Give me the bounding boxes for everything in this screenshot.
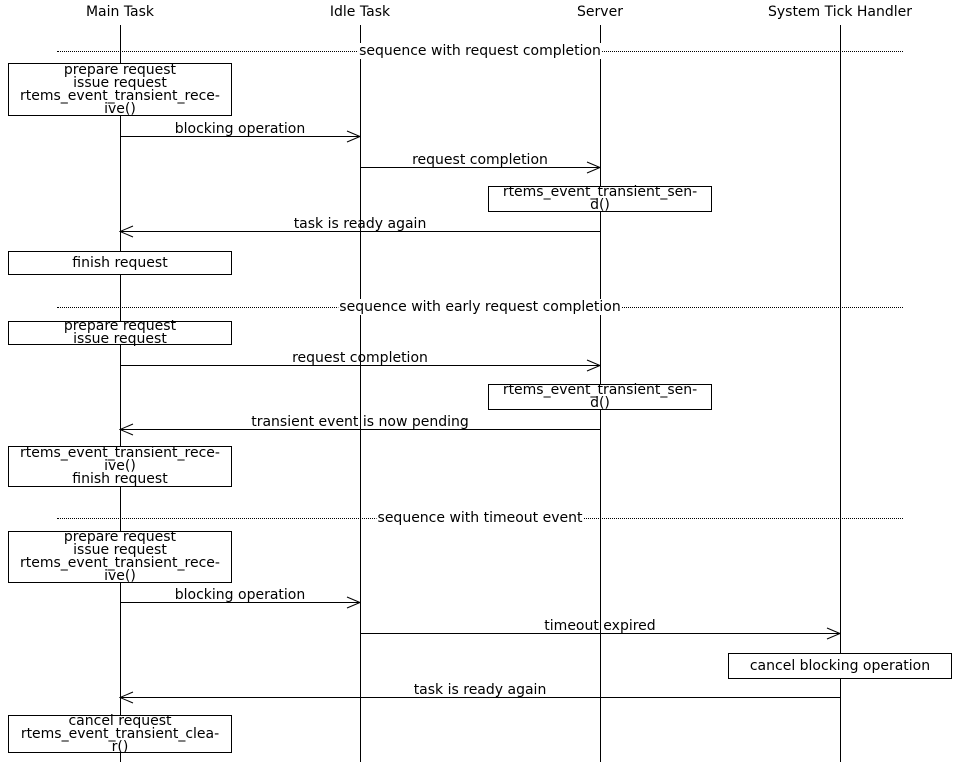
arrowhead-left-icon <box>119 423 134 436</box>
message-label: request completion <box>412 152 548 168</box>
note-box-cancel-blocking-operation: cancel blocking operation <box>728 653 952 679</box>
note-box-transient-send-1: rtems_event_transient_sen- d() <box>488 185 712 212</box>
message-label: blocking operation <box>174 587 306 603</box>
message-arrow-request-completion-1: request completion <box>360 153 601 174</box>
message-arrow-task-ready-2: task is ready again <box>119 683 840 704</box>
message-label: transient event is now pending <box>251 414 469 430</box>
arrowhead-left-icon <box>119 225 134 238</box>
lifeline-system-tick-handler <box>840 25 841 762</box>
lifeline-idle-task <box>360 25 361 762</box>
arrowhead-right-icon <box>346 596 361 609</box>
note-box-prepare-issue: prepare request issue request <box>8 319 232 346</box>
separator-label-3: sequence with timeout event <box>376 510 584 526</box>
message-arrow-task-ready-1: task is ready again <box>119 217 600 238</box>
arrowhead-right-icon <box>826 627 841 640</box>
actor-label-main-task: Main Task <box>85 4 155 20</box>
arrowhead-right-icon <box>586 359 601 372</box>
note-box-cancel-request-clear: cancel request rtems_event_transient_cle… <box>8 714 232 754</box>
message-label: task is ready again <box>413 682 547 698</box>
note-box-transient-send-2: rtems_event_transient_sen- d() <box>488 383 712 410</box>
note-box-receive-finish: rtems_event_transient_rece- ive() finish… <box>8 446 232 487</box>
note-box-prepare-issue-receive-1: prepare request issue request rtems_even… <box>8 63 232 116</box>
separator-label-1: sequence with request completion <box>358 43 602 59</box>
lifeline-main-task <box>120 25 121 762</box>
arrowhead-right-icon <box>586 161 601 174</box>
note-box-prepare-issue-receive-2: prepare request issue request rtems_even… <box>8 530 232 583</box>
arrowhead-left-icon <box>119 691 134 704</box>
message-label: blocking operation <box>174 121 306 137</box>
actor-label-idle-task: Idle Task <box>329 4 391 20</box>
message-label: task is ready again <box>293 216 427 232</box>
arrowhead-right-icon <box>346 130 361 143</box>
separator-label-2: sequence with early request completion <box>338 299 622 315</box>
message-arrow-transient-event-pending: transient event is now pending <box>119 415 600 436</box>
note-box-finish-request-1: finish request <box>8 251 232 275</box>
actor-label-server: Server <box>577 4 623 20</box>
message-arrow-blocking-operation-2: blocking operation <box>120 588 361 609</box>
message-label: timeout expired <box>544 618 656 634</box>
message-arrow-timeout-expired: timeout expired <box>360 619 841 640</box>
actor-label-system-tick-handler: System Tick Handler <box>767 4 913 20</box>
message-arrow-request-completion-2: request completion <box>120 351 601 372</box>
message-label: request completion <box>292 350 428 366</box>
message-arrow-blocking-operation-1: blocking operation <box>120 122 361 143</box>
